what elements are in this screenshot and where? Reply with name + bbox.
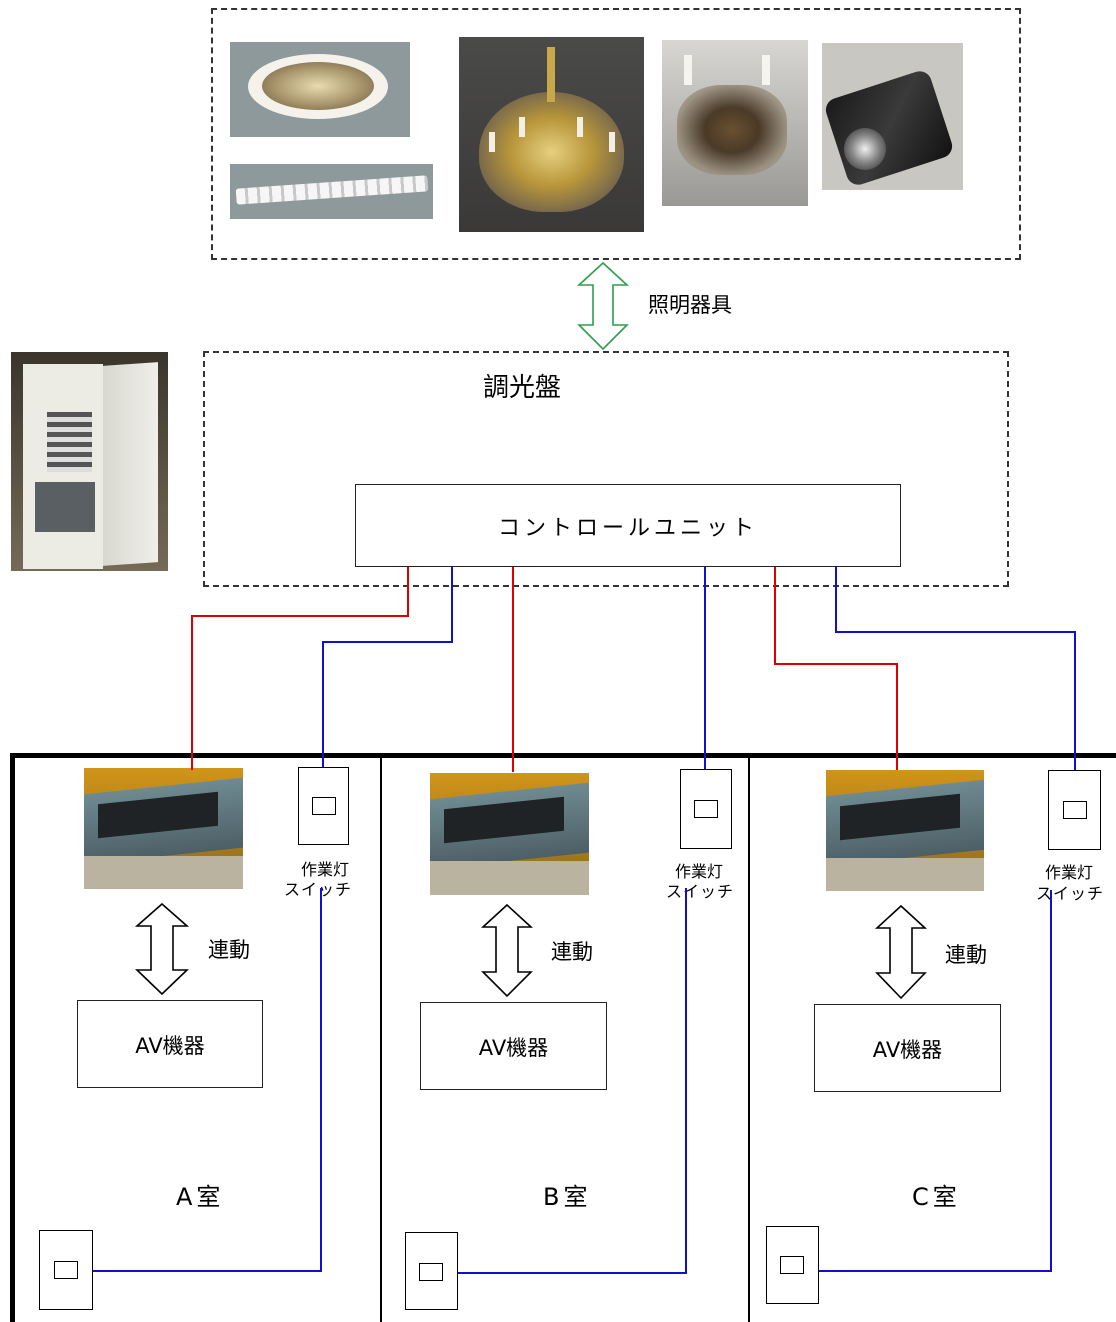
dimmer-panel [203,351,1009,587]
room-divider-bc [748,756,750,1322]
room-a-av-label: AV機器 [135,1034,205,1058]
room-a-switch-wire [322,567,453,767]
room-b-work-light-switch [680,769,732,849]
room-a-left-wall [10,753,15,1322]
chandelier-photo [459,37,644,232]
room-a-work-light-switch [298,767,349,845]
room-c-local-wire [819,890,1052,1272]
room-c-av-label: AV機器 [872,1038,943,1062]
room-b-av-label: AV機器 [478,1036,549,1060]
dimmer-cabinet-photo [11,352,168,571]
room-a-switch-label-line2: スイッチ [283,880,352,899]
dimmer-panel-title: 調光盤 [483,373,562,403]
room-a-switch-label-line1: 作業灯 [300,860,349,879]
downlight-photo [230,42,410,137]
room-a-link-label: 連動 [208,938,250,962]
control-unit-box [355,484,901,567]
fixtures-group [211,8,1021,260]
room-b-local-wire [458,888,687,1274]
room-b-switch-label-line2: スイッチ [665,882,734,901]
room-divider-ab [380,756,382,1322]
room-b-wall-switch [405,1232,458,1310]
switch-button-icon [780,1256,804,1274]
room-a-console-wire [191,567,409,770]
room-c-switch-label-line1: 作業灯 [1044,863,1093,882]
room-a-av-box [77,1000,263,1088]
wall-sconce-photo [662,40,808,206]
room-c-name: C室 [912,1183,961,1211]
room-b-link-arrow [480,903,534,998]
room-a-console-photo [84,768,243,889]
rooms-top-wall [10,753,1116,758]
room-c-av-box [814,1004,1001,1092]
switch-button-icon [54,1261,78,1279]
room-a-local-wire [93,888,322,1272]
room-b-name: B室 [543,1183,592,1211]
fixture-link-arrow [576,261,630,351]
room-c-console-photo [826,770,984,891]
switch-button-icon [312,797,336,815]
room-b-switch-label-line1: 作業灯 [674,862,723,881]
room-c-switch-wire [835,567,1076,770]
switch-button-icon [694,800,718,818]
linear-light-photo [230,164,433,219]
control-unit-label: コントロールユニット [497,516,758,541]
room-a-link-arrow [134,902,190,996]
fixtures-label: 照明器具 [648,293,732,317]
spotlight-photo [822,43,963,190]
switch-button-icon [1063,801,1087,819]
room-b-av-box [420,1002,607,1090]
room-a-name: A室 [176,1183,225,1211]
room-c-link-arrow [874,904,928,1000]
room-a-wall-switch [39,1230,93,1310]
room-c-switch-label-line2: スイッチ [1035,884,1104,903]
room-b-link-label: 連動 [551,940,593,964]
room-c-console-wire [774,567,898,770]
room-c-link-label: 連動 [945,943,987,967]
room-c-wall-switch [766,1226,819,1304]
room-b-console-photo [430,773,589,895]
switch-button-icon [419,1263,443,1281]
room-c-work-light-switch [1048,770,1101,850]
